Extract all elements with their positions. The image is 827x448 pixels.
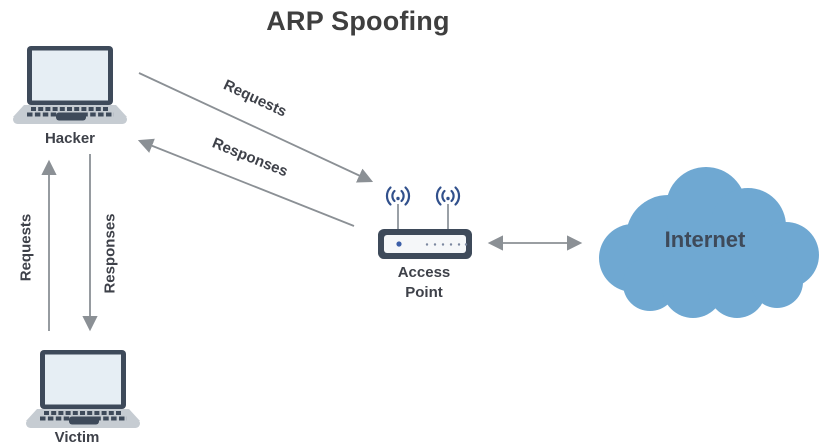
arrow-hacker-to-ap (138, 72, 374, 183)
page-title: ARP Spoofing (266, 6, 450, 36)
edge-label-victim-to-hacker-requests: Requests (17, 213, 35, 282)
access-point-label: Access Point (374, 263, 474, 303)
arrow-ap-to-hacker (137, 138, 355, 227)
access-point-label-line1: Access (397, 264, 451, 281)
victim-label: Victim (54, 429, 100, 446)
victim-laptop-icon (24, 348, 142, 430)
internet-cloud-icon (599, 167, 819, 318)
hacker-label: Hacker (44, 130, 96, 147)
wifi-signal-icon (435, 186, 461, 206)
hacker-laptop-icon (11, 44, 129, 126)
internet-label: Internet (664, 227, 746, 252)
access-point-icon (378, 186, 472, 259)
wifi-signal-icon (385, 186, 411, 206)
access-point-label-line2: Point (405, 284, 443, 301)
edge-label-hacker-to-victim-responses: Responses (101, 213, 119, 294)
